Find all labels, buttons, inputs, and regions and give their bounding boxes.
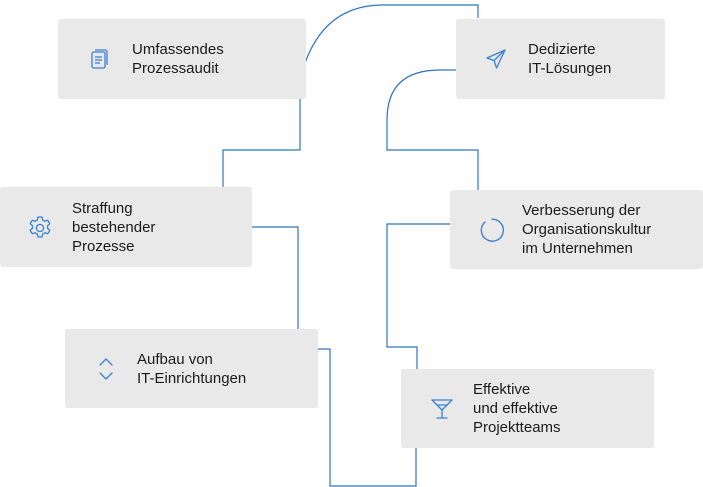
card-label: Straffung bestehender Prozesse (72, 199, 156, 255)
card-teams: Effektive und effektive Projektteams (401, 369, 654, 448)
connector-right (386, 69, 479, 369)
chevron-up-down-icon (91, 354, 121, 384)
card-label: Aufbau von IT-Einrichtungen (137, 350, 247, 387)
card-streamlining: Straffung bestehender Prozesse (0, 187, 252, 267)
card-label: Verbesserung der Organisationskultur im … (522, 202, 652, 257)
progress-circle-icon (475, 215, 505, 245)
card-label: Umfassendes Prozessaudit (132, 41, 224, 77)
card-culture: Verbesserung der Organisationskultur im … (450, 190, 703, 269)
document-stack-icon (85, 44, 115, 74)
card-audit: Umfassendes Prozessaudit (58, 19, 306, 99)
gear-icon (25, 212, 55, 242)
card-it-facilities: Aufbau von IT-Einrichtungen (65, 329, 318, 408)
card-it-solutions: Dedizierte IT-Lösungen (456, 19, 665, 99)
card-label: Dedizierte IT-Lösungen (528, 41, 612, 77)
cocktail-glass-icon (427, 394, 457, 424)
paper-plane-icon (481, 44, 511, 74)
card-label: Effektive und effektive Projektteams (473, 381, 561, 436)
